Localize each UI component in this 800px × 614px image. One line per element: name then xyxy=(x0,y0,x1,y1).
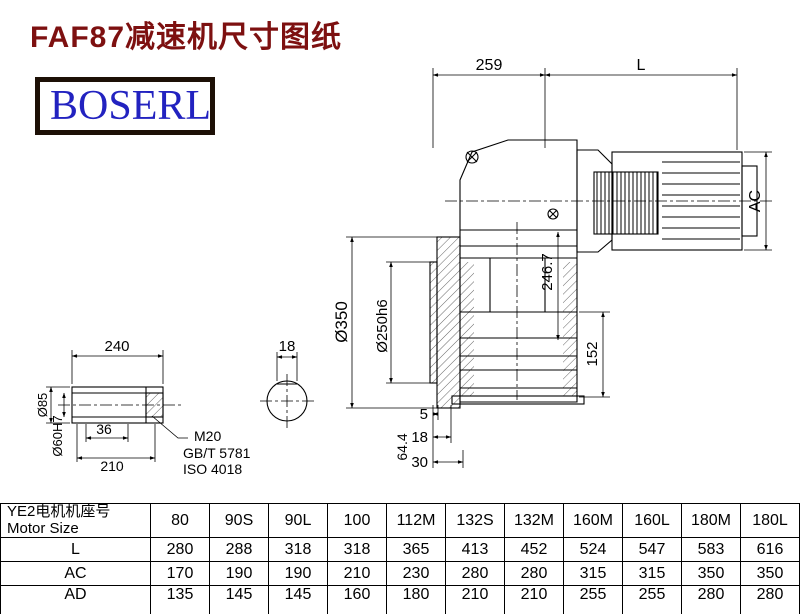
cell: 210 xyxy=(327,561,387,586)
dim-L-label: L xyxy=(637,57,646,74)
cell: 350 xyxy=(740,561,800,586)
cell: 280 xyxy=(504,561,564,586)
dim-ac xyxy=(744,151,772,251)
cell: 190 xyxy=(268,561,328,586)
side-view xyxy=(429,139,772,409)
col-header: 100 xyxy=(327,503,387,538)
dim-5-label: 5 xyxy=(420,406,428,423)
table-header-motor-size: YE2电机机座号 Motor Size xyxy=(0,503,151,538)
dim-key18 xyxy=(276,352,298,381)
bore-section xyxy=(260,374,314,428)
cell: 280 xyxy=(150,537,210,562)
col-header: 160L xyxy=(622,503,682,538)
row-label: L xyxy=(0,537,151,562)
table-header-row: YE2电机机座号 Motor Size 80 90S 90L 100 112M … xyxy=(0,503,800,538)
cell: 170 xyxy=(150,561,210,586)
motor-fins xyxy=(662,161,740,240)
logo-text: BOSERL xyxy=(50,83,212,129)
dim-ac-label: AC xyxy=(747,190,764,212)
row-label: AC xyxy=(0,561,151,586)
dim-top xyxy=(432,68,738,150)
cell: 315 xyxy=(622,561,682,586)
col-header: 90L xyxy=(268,503,328,538)
bolt-icon xyxy=(465,150,479,164)
shaft-detail xyxy=(58,386,188,439)
row-label: AD xyxy=(0,585,151,614)
dim-64-label: 64.4 xyxy=(394,433,410,460)
dim-spigot xyxy=(386,261,430,384)
table-row: L 280 288 318 318 365 413 452 524 547 58… xyxy=(0,537,800,562)
header-en: Motor Size xyxy=(7,519,79,537)
cell: 180 xyxy=(386,585,446,614)
dim-246-label: 246.7 xyxy=(539,253,556,291)
cell: 524 xyxy=(563,537,623,562)
dim-85-label: Ø85 xyxy=(35,393,50,418)
dim-bottom-stack xyxy=(432,405,464,468)
cell: 350 xyxy=(681,561,741,586)
dim-240-label: 240 xyxy=(104,338,129,355)
col-header: 160M xyxy=(563,503,623,538)
cell: 230 xyxy=(386,561,446,586)
std-iso-label: ISO 4018 xyxy=(183,461,242,477)
page-title: FAF87减速机尺寸图纸 xyxy=(30,21,343,54)
cell: 315 xyxy=(563,561,623,586)
gearbox-outline xyxy=(459,139,578,403)
cell: 255 xyxy=(622,585,682,614)
cell: 145 xyxy=(209,585,269,614)
dim-36-label: 36 xyxy=(96,421,112,437)
shaft-dims xyxy=(46,350,164,462)
cell: 210 xyxy=(445,585,505,614)
cell: 210 xyxy=(504,585,564,614)
col-header: 112M xyxy=(386,503,446,538)
bolt-icon xyxy=(547,208,559,220)
dim-spigot-label: Ø250h6 xyxy=(374,299,391,352)
cell: 616 xyxy=(740,537,800,562)
flange-plate xyxy=(436,236,461,409)
cell: 452 xyxy=(504,537,564,562)
cell: 255 xyxy=(563,585,623,614)
dim-259-label: 259 xyxy=(476,57,503,74)
dim-30-label: 30 xyxy=(411,454,428,471)
thread-label: M20 xyxy=(194,428,221,444)
cell: 583 xyxy=(681,537,741,562)
cell: 280 xyxy=(740,585,800,614)
dim-key18-label: 18 xyxy=(279,338,296,355)
cell: 280 xyxy=(681,585,741,614)
dim-flange-label: Ø350 xyxy=(332,301,351,343)
cell: 145 xyxy=(268,585,328,614)
col-header: 80 xyxy=(150,503,210,538)
cell: 135 xyxy=(150,585,210,614)
col-header: 180L xyxy=(740,503,800,538)
cell: 365 xyxy=(386,537,446,562)
col-header: 90S xyxy=(209,503,269,538)
cell: 190 xyxy=(209,561,269,586)
flange-spigot xyxy=(429,261,438,384)
cell: 413 xyxy=(445,537,505,562)
table-row: AC 170 190 190 210 230 280 280 315 315 3… xyxy=(0,561,800,586)
dim-18-stack-label: 18 xyxy=(411,429,428,446)
cell: 318 xyxy=(327,537,387,562)
dim-210-label: 210 xyxy=(100,458,124,474)
cell: 288 xyxy=(209,537,269,562)
boserl-logo: BOSERL xyxy=(35,77,215,135)
motor-stator xyxy=(593,171,659,235)
dim-flange xyxy=(346,236,437,409)
col-header: 132S xyxy=(445,503,505,538)
dim-60-label: Ø60H7 xyxy=(50,415,65,456)
col-header: 180M xyxy=(681,503,741,538)
cell: 280 xyxy=(445,561,505,586)
header-cn: YE2电机机座号 xyxy=(7,503,111,520)
cell: 318 xyxy=(268,537,328,562)
std-gb-label: GB/T 5781 xyxy=(183,445,251,461)
table-row: AD 135 145 145 160 180 210 210 255 255 2… xyxy=(0,585,800,614)
dim-152-label: 152 xyxy=(584,341,601,366)
col-header: 132M xyxy=(504,503,564,538)
cell: 547 xyxy=(622,537,682,562)
dim-152 xyxy=(579,311,610,398)
cell: 160 xyxy=(327,585,387,614)
motor-size-table: YE2电机机座号 Motor Size 80 90S 90L 100 112M … xyxy=(0,503,800,614)
